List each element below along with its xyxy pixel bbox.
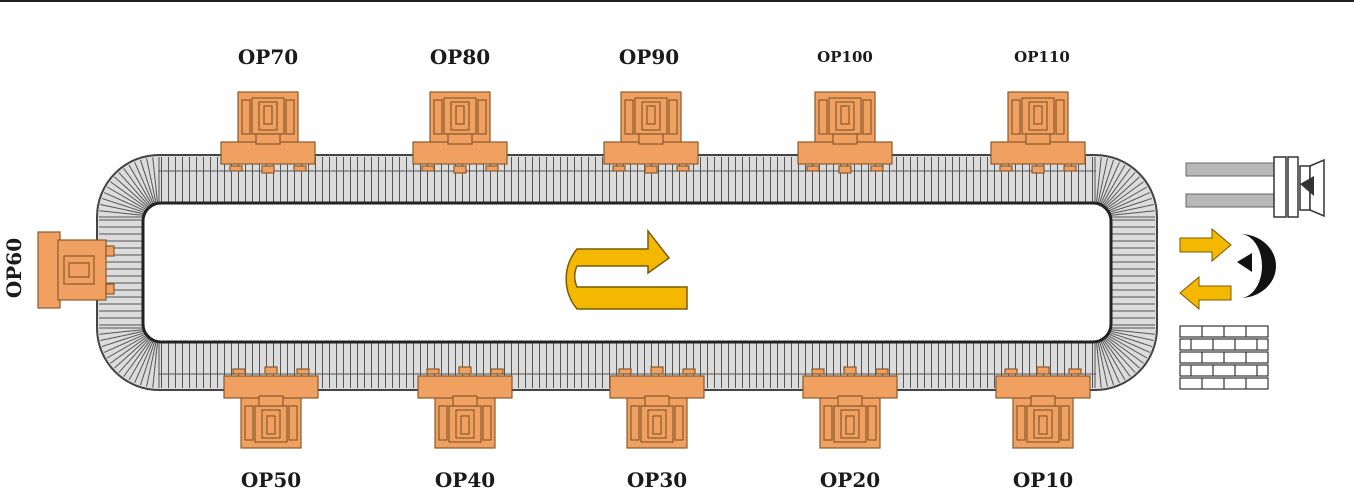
station-label-op20: OP20 xyxy=(819,468,881,492)
machine-op20 xyxy=(802,366,898,449)
machine-op60 xyxy=(37,231,115,309)
station-label-op90: OP90 xyxy=(618,45,680,69)
top-border xyxy=(0,0,1354,2)
conveyor-loop xyxy=(96,154,1158,391)
machine-op70 xyxy=(220,91,316,174)
station-label-op40: OP40 xyxy=(434,468,496,492)
machine-op10 xyxy=(995,366,1091,449)
station-label-op80: OP80 xyxy=(429,45,491,69)
machine-op90 xyxy=(603,91,699,174)
station-label-op10: OP10 xyxy=(1012,468,1074,492)
station-label-op110: OP110 xyxy=(1014,48,1070,66)
machine-op80 xyxy=(412,91,508,174)
station-label-op100: OP100 xyxy=(817,48,873,66)
pallet-stack-icon xyxy=(1179,325,1269,390)
machine-op110 xyxy=(990,91,1086,174)
arrow-right-icon xyxy=(1179,227,1232,263)
robot-gripper-icon xyxy=(1237,234,1276,298)
machine-op50 xyxy=(223,366,319,449)
machine-op100 xyxy=(797,91,893,174)
conveyor-inner xyxy=(141,201,1113,344)
station-label-op50: OP50 xyxy=(240,468,302,492)
machines-layer xyxy=(37,91,1091,449)
arrow-left-icon xyxy=(1179,275,1232,311)
station-label-op30: OP30 xyxy=(626,468,688,492)
machine-op30 xyxy=(609,366,705,449)
station-label-op70: OP70 xyxy=(237,45,299,69)
machine-op40 xyxy=(417,366,513,449)
station-label-op60: OP60 xyxy=(2,237,26,299)
gantry-loader-icon xyxy=(1185,156,1325,218)
u-turn-arrow-icon xyxy=(565,228,688,310)
conveyor-top-slats xyxy=(158,157,1096,203)
